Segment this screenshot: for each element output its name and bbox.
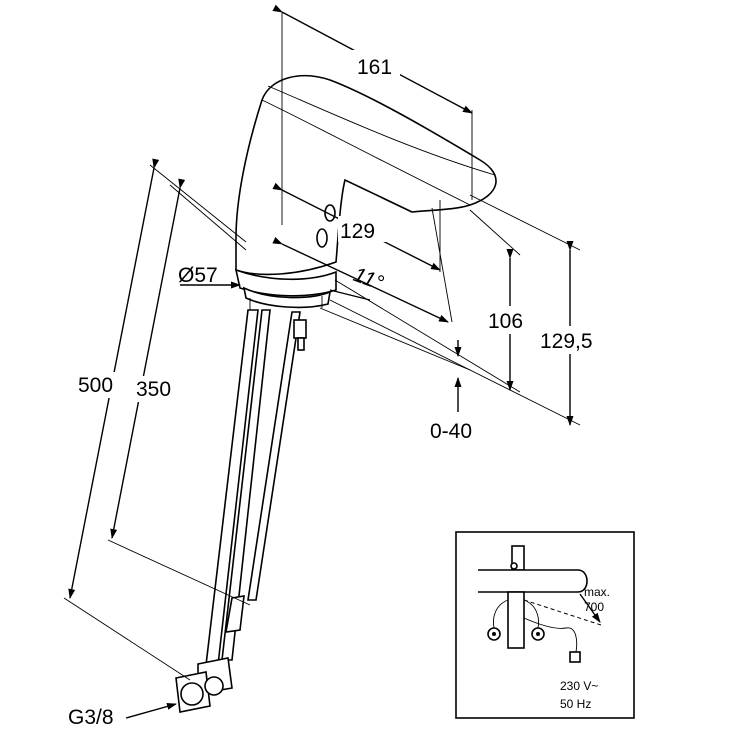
dim-counter-label: 0-40 bbox=[430, 420, 472, 443]
faucet-base bbox=[234, 268, 337, 310]
dim-129-5: 129,5 bbox=[329, 194, 608, 426]
thread-fitting-icon bbox=[180, 682, 204, 706]
dim-diameter: Ø57 bbox=[178, 264, 371, 301]
dim-106: 106 bbox=[334, 209, 532, 393]
power-plug-icon bbox=[569, 651, 581, 663]
supply-hoses bbox=[175, 309, 307, 713]
dim-350-label: 350 bbox=[136, 378, 171, 401]
dim-350: 350 bbox=[107, 178, 251, 606]
dim-500-label: 500 bbox=[78, 374, 113, 397]
dim-diameter-label: Ø57 bbox=[178, 264, 218, 287]
dim-106-label: 106 bbox=[488, 310, 523, 333]
dim-129-label: 129 bbox=[340, 220, 375, 243]
dim-161-label: 161 bbox=[357, 56, 392, 79]
inset-max-value: 700 bbox=[584, 600, 604, 614]
inset-panel: max. 700 230 V~ 50 Hz bbox=[455, 531, 635, 719]
dim-129-5-label: 129,5 bbox=[540, 330, 593, 353]
dim-161: 161 bbox=[272, 4, 473, 225]
inset-voltage: 230 V~ bbox=[560, 679, 598, 693]
inset-max-label: max. bbox=[584, 585, 610, 599]
dim-thread: G3/8 bbox=[68, 703, 177, 729]
dim-thread-label: G3/8 bbox=[68, 706, 114, 729]
dim-counter: 0-40 bbox=[319, 307, 472, 443]
inset-frequency: 50 Hz bbox=[560, 697, 591, 711]
